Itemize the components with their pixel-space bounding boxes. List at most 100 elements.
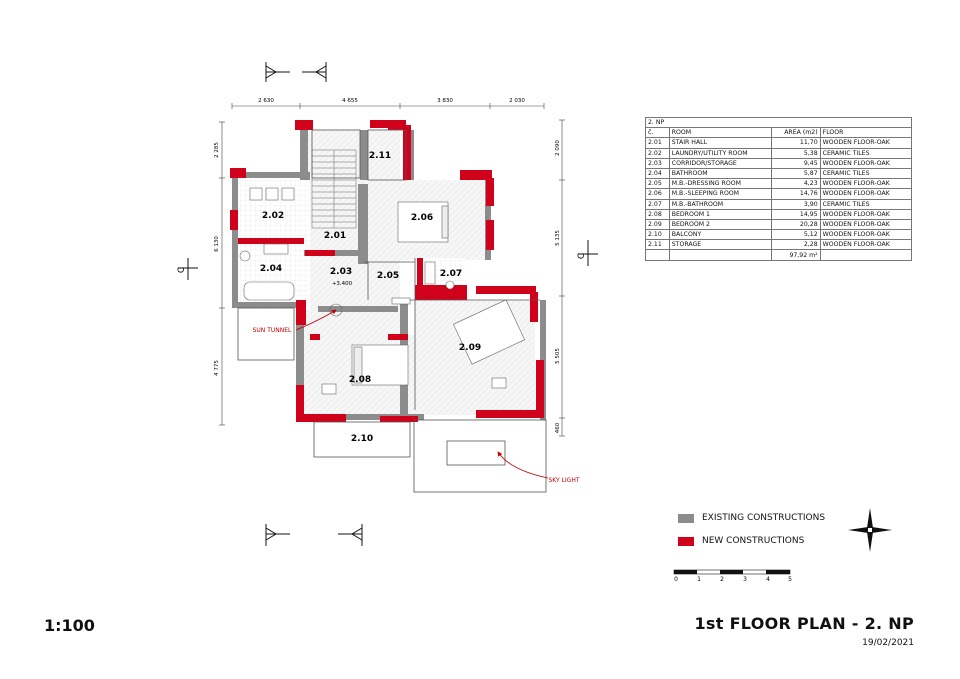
table-title: 2. NP (645, 116, 912, 129)
staircase (311, 149, 357, 229)
drawing-date: 19/02/2021 (862, 638, 914, 648)
legend-existing-label: EXISTING CONSTRUCTIONS (702, 513, 826, 523)
room-area: 20,28 (771, 218, 821, 231)
table-empty-cell (645, 249, 670, 261)
room-floor: WOODEN FLOOR-OAK (819, 188, 913, 200)
table-header-row: č. ROOM AREA (m2) FLOOR (645, 127, 913, 139)
new-walls (230, 120, 544, 422)
dimension-label: 6 130 (214, 236, 220, 252)
scale-bar-tick-label: 2 (720, 576, 724, 583)
room-floor: WOODEN FLOOR-OAK (819, 137, 913, 149)
room-name: LAUNDRY/UTILITY ROOM (668, 147, 773, 159)
room-area: 4,23 (771, 178, 821, 190)
room-floor: CERAMIC TILES (819, 198, 913, 210)
drawing-scale: 1:100 (44, 616, 95, 635)
room-floor: WOODEN FLOOR-OAK (819, 208, 913, 220)
room-label: 2.04 (260, 264, 282, 274)
dimension-label: 3 830 (437, 98, 453, 104)
room-area: 5,87 (771, 167, 821, 180)
scale-bar-tick-label: 3 (743, 576, 747, 583)
room-number: 2.07 (645, 198, 670, 210)
room-label: 2.03 (330, 267, 352, 277)
room-floor: WOODEN FLOOR-OAK (819, 178, 913, 190)
room-number: 2.10 (645, 229, 670, 241)
room-floor: WOODEN FLOOR-OAK (819, 157, 913, 169)
room-label: 2.11 (369, 151, 391, 161)
section-marks (178, 62, 598, 546)
scale-bar-tick-label: 0 (674, 576, 678, 583)
room-name: STAIR HALL (668, 137, 773, 149)
total-area: 97,92 m² (771, 249, 821, 261)
room-area: 5,38 (771, 147, 821, 159)
dimension-label: 460 (555, 422, 561, 433)
room-area: 2,28 (771, 239, 821, 251)
dimension-lines (219, 103, 565, 437)
room-floor: WOODEN FLOOR-OAK (819, 229, 913, 241)
room-label: 2.09 (459, 343, 481, 353)
room-name: M.B.-SLEEPING ROOM (668, 188, 773, 200)
room-area: 14,76 (771, 188, 821, 200)
table-empty-cell (819, 249, 913, 261)
drawing-title: 1st FLOOR PLAN - 2. NP (694, 614, 914, 633)
room-label: 2.08 (349, 375, 371, 385)
legend-existing: EXISTING CONSTRUCTIONS (678, 513, 825, 523)
furniture (239, 187, 525, 395)
dimension-label: 2 030 (509, 98, 525, 104)
thin-walls (311, 129, 540, 410)
north-arrow-icon (848, 508, 892, 552)
legend-new-label: NEW CONSTRUCTIONS (702, 536, 805, 546)
legend-existing-swatch (678, 513, 694, 523)
room-label: 2.06 (411, 213, 433, 223)
room-floor: WOODEN FLOOR-OAK (819, 218, 913, 231)
table-empty-cell (668, 249, 773, 261)
room-number: 2.05 (645, 178, 670, 190)
dimension-label: 2 285 (214, 142, 220, 158)
table-total-row: 97,92 m² (645, 249, 913, 261)
room-number: 2.03 (645, 157, 670, 169)
room-name: BATHROOM (668, 167, 773, 180)
scale-bar-tick-label: 4 (766, 576, 770, 583)
room-number: 2.11 (645, 239, 670, 251)
room-label: 2.02 (262, 211, 284, 221)
room-number: 2.01 (645, 137, 670, 149)
annotation-leaders (295, 309, 549, 479)
room-name: M.B.-BATHROOM (668, 198, 773, 210)
room-area: 3,90 (771, 198, 821, 210)
room-number: 2.02 (645, 147, 670, 159)
header-area: AREA (m2) (771, 127, 821, 139)
level-mark: +3.400 (332, 281, 353, 287)
balcony-outline (237, 307, 547, 493)
dimension-label: 4 655 (342, 98, 358, 104)
room-number: 2.04 (645, 167, 670, 180)
section-mark-label: C (177, 267, 187, 273)
header-number: č. (645, 127, 670, 139)
room-floor: WOODEN FLOOR-OAK (819, 239, 913, 251)
room-label: 2.10 (351, 434, 373, 444)
room-area: 5,12 (771, 229, 821, 241)
room-label: 2.05 (377, 271, 399, 281)
scale-bar-tick-label: 1 (697, 576, 701, 583)
dimension-label: 2 090 (555, 140, 561, 156)
table-title-row: 2. NP (645, 116, 912, 129)
room-name: STORAGE (668, 239, 773, 251)
dimension-label: 2 630 (258, 98, 274, 104)
room-label: 2.01 (324, 231, 346, 241)
room-label: 2.07 (440, 269, 462, 279)
dimension-label: 4 775 (214, 360, 220, 376)
legend-new-swatch (678, 536, 694, 546)
header-room: ROOM (668, 127, 773, 139)
sun-tunnel-label: SUN TUNNEL (253, 327, 292, 334)
room-area: 14,95 (771, 208, 821, 220)
